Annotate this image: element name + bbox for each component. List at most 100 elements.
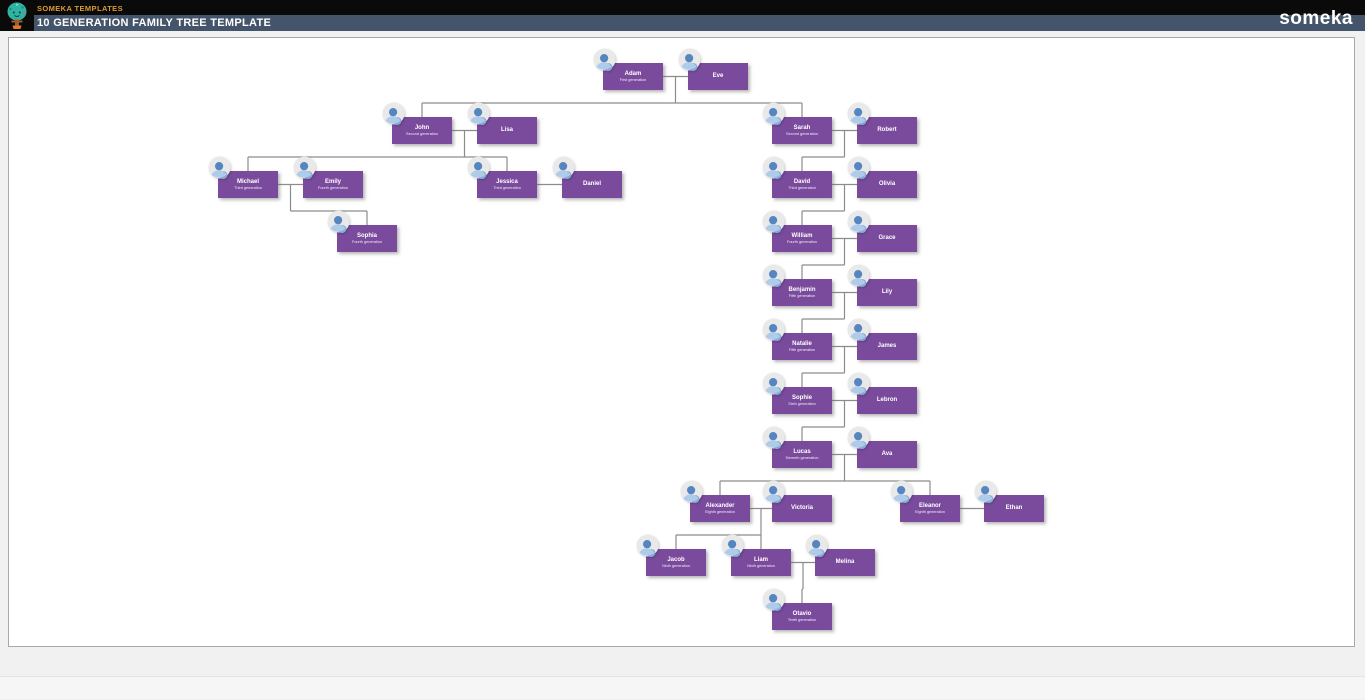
person-name: Benjamin — [788, 286, 816, 293]
person-avatar-icon — [974, 480, 997, 503]
person-generation-label: Fourth generation — [352, 239, 382, 244]
person-avatar-icon — [467, 156, 490, 179]
person-node-ava[interactable]: Ava — [847, 426, 917, 468]
logo-block — [0, 0, 34, 31]
person-name: Sophia — [356, 232, 377, 239]
person-name: Michael — [236, 178, 259, 185]
person-node-grace[interactable]: Grace — [847, 210, 917, 252]
person-generation-label: Fourth generation — [318, 185, 348, 190]
person-node-robert[interactable]: Robert — [847, 102, 917, 144]
person-avatar-icon — [327, 210, 350, 233]
person-node-lisa[interactable]: Lisa — [467, 102, 537, 144]
person-avatar-icon — [847, 372, 870, 395]
person-generation-label: Eighth generation — [915, 509, 945, 514]
person-name: Alexander — [705, 502, 735, 509]
person-generation-label: Second generation — [786, 131, 818, 136]
person-node-olivia[interactable]: Olivia — [847, 156, 917, 198]
person-name: Jacob — [667, 556, 685, 563]
person-name: Otavio — [792, 610, 812, 617]
person-avatar-icon — [762, 264, 785, 287]
person-generation-label: Third generation — [788, 185, 816, 190]
person-name: Eve — [712, 73, 724, 79]
brand-text: SOMEKA TEMPLATES — [37, 4, 123, 13]
person-name: David — [793, 178, 811, 185]
person-avatar-icon — [762, 588, 785, 611]
person-generation-label: Ninth generation — [747, 563, 775, 568]
person-avatar-icon — [382, 102, 405, 125]
header-top-bar — [0, 0, 1365, 15]
person-generation-label: First generation — [619, 77, 647, 82]
person-avatar-icon — [847, 102, 870, 125]
person-avatar-icon — [721, 534, 744, 557]
person-avatar-icon — [762, 318, 785, 341]
person-generation-label: Eighth generation — [705, 509, 735, 514]
person-generation-label: Fifth generation — [788, 347, 816, 352]
person-generation-label: Ninth generation — [662, 563, 690, 568]
person-node-victoria[interactable]: Victoria — [762, 480, 832, 522]
person-node-james[interactable]: James — [847, 318, 917, 360]
person-node-lebron[interactable]: Lebron — [847, 372, 917, 414]
person-name: Adam — [624, 70, 642, 77]
person-avatar-icon — [847, 318, 870, 341]
person-avatar-icon — [847, 156, 870, 179]
header-title-bar — [0, 15, 1365, 31]
person-node-ethan[interactable]: Ethan — [974, 480, 1044, 522]
person-name: Jessica — [496, 178, 518, 185]
person-avatar-icon — [762, 210, 785, 233]
person-avatar-icon — [636, 534, 659, 557]
person-name: Ethan — [1005, 505, 1023, 511]
person-node-eve[interactable]: Eve — [678, 48, 748, 90]
person-avatar-icon — [762, 480, 785, 503]
person-name: Liam — [753, 556, 768, 563]
person-name: Robert — [877, 127, 897, 133]
person-avatar-icon — [678, 48, 701, 71]
person-avatar-icon — [847, 264, 870, 287]
person-avatar-icon — [593, 48, 616, 71]
person-avatar-icon — [467, 102, 490, 125]
person-avatar-icon — [208, 156, 231, 179]
page-title: 10 GENERATION FAMILY TREE TEMPLATE — [37, 17, 272, 29]
person-avatar-icon — [847, 426, 870, 449]
person-avatar-icon — [890, 480, 913, 503]
person-avatar-icon — [293, 156, 316, 179]
person-avatar-icon — [552, 156, 575, 179]
person-generation-label: Third generation — [234, 185, 262, 190]
person-name: Lucas — [793, 448, 811, 455]
person-name: Lisa — [500, 127, 513, 133]
person-name: John — [414, 124, 430, 131]
person-name: Eleanor — [918, 502, 941, 509]
person-generation-label: Third generation — [493, 185, 521, 190]
person-node-melina[interactable]: Melina — [805, 534, 875, 576]
person-node-lily[interactable]: Lily — [847, 264, 917, 306]
person-avatar-icon — [762, 156, 785, 179]
footer-area — [0, 676, 1365, 699]
person-name: Ava — [881, 451, 893, 457]
person-avatar-icon — [762, 372, 785, 395]
person-generation-label: Tenth generation — [787, 617, 817, 622]
person-name: Sophie — [791, 394, 812, 401]
person-generation-label: Seventh generation — [785, 455, 819, 460]
person-node-daniel[interactable]: Daniel — [552, 156, 622, 198]
person-name: William — [791, 232, 813, 239]
person-name: Natalie — [792, 340, 812, 347]
person-name: Melina — [835, 559, 855, 565]
